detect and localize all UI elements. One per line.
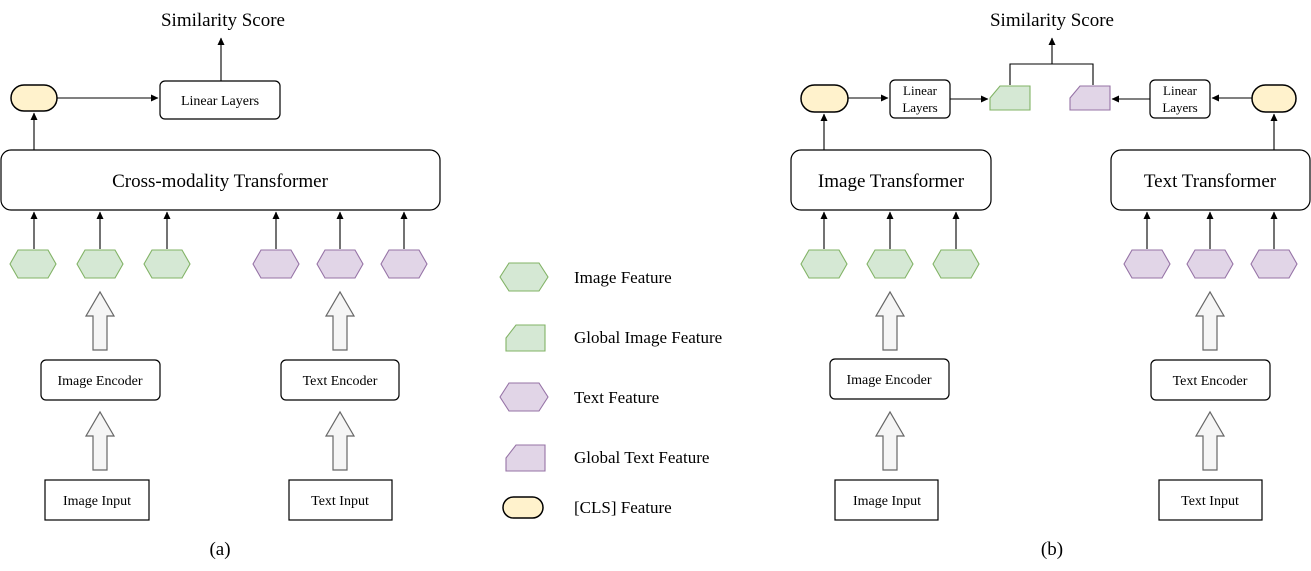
image-encoder-box [40,359,161,401]
image-transformer-label: Image Transformer [818,171,965,192]
text-input-box [1158,479,1263,521]
image-linear-layers-label-line2: Layers [902,100,937,115]
legend-image-feature-icon [499,262,549,292]
cls-feature [10,84,58,112]
legend-cls-feature-icon [502,496,544,519]
linear-layers-label: Linear Layers [181,94,259,109]
image-encoder-fat-arrow [874,290,906,351]
image-encoder-label: Image Encoder [57,374,142,389]
image-input-label: Image Input [853,494,921,509]
text-input-fat-arrow [1194,410,1226,471]
text-encoder-fat-arrow [324,290,356,351]
text-feature-hexagon [1250,249,1298,279]
legend-cls-feature-label: [CLS] Feature [574,498,672,517]
legend: Image Feature Global Image Feature Text … [499,262,722,519]
cross-modality-transformer-label: Cross-modality Transformer [112,171,329,192]
text-encoder-label: Text Encoder [303,374,378,389]
image-input-fat-arrow [874,410,906,471]
linear-layers-box [159,80,281,120]
legend-text-feature-icon [499,382,549,412]
text-encoder-label: Text Encoder [1173,374,1248,389]
text-encoder-fat-arrow [1194,290,1226,351]
image-feature-hexagon [9,249,57,279]
legend-image-feature-label: Image Feature [574,268,672,287]
image-feature-hexagon [932,249,980,279]
panel-a: Similarity Score Linear Layers Cross-mod… [0,10,441,560]
text-cls-feature [1251,84,1297,113]
text-linear-layers-box [1149,79,1211,119]
image-input-label: Image Input [63,494,131,509]
legend-global-image-feature-label: Global Image Feature [574,328,722,347]
image-input-box [44,479,150,521]
text-transformer-box [1110,149,1311,211]
legend-text-feature-label: Text Feature [574,388,659,407]
similarity-bracket [1009,63,1094,85]
text-encoder-box [280,359,400,401]
text-feature-hexagon [380,249,428,279]
image-encoder-box [829,358,950,400]
legend-global-image-feature-icon [505,324,546,352]
text-input-fat-arrow [324,410,356,471]
text-input-box [288,479,393,521]
image-feature-hexagon [76,249,124,279]
text-feature-hexagon [316,249,364,279]
similarity-score-label: Similarity Score [161,10,285,31]
caption-b: (b) [1041,539,1063,560]
legend-global-text-feature-label: Global Text Feature [574,448,709,467]
cross-modality-transformer-box [0,149,441,211]
image-feature-hexagon [800,249,848,279]
text-feature-hexagon [1123,249,1171,279]
text-feature-hexagon [1186,249,1234,279]
global-text-feature [1069,85,1111,111]
image-cls-feature [800,84,849,113]
caption-a: (a) [209,539,230,560]
legend-global-text-feature-icon [505,444,546,472]
global-image-feature [989,85,1031,111]
image-linear-layers-label-line1: Linear [903,83,938,98]
image-input-box [834,479,939,521]
text-input-label: Text Input [1181,494,1239,509]
image-encoder-fat-arrow [84,290,116,351]
similarity-score-label: Similarity Score [990,10,1114,31]
image-input-fat-arrow [84,410,116,471]
text-transformer-label: Text Transformer [1144,171,1277,192]
image-transformer-box [790,149,992,211]
text-linear-layers-label-line2: Layers [1162,100,1197,115]
text-encoder-box [1150,359,1271,401]
panel-b: Similarity Score Linear Layers Linear La… [790,10,1311,560]
image-encoder-label: Image Encoder [846,373,931,388]
image-feature-hexagon [866,249,914,279]
text-input-label: Text Input [311,494,369,509]
image-feature-hexagon [143,249,191,279]
text-feature-hexagon [252,249,300,279]
text-linear-layers-label-line1: Linear [1163,83,1198,98]
